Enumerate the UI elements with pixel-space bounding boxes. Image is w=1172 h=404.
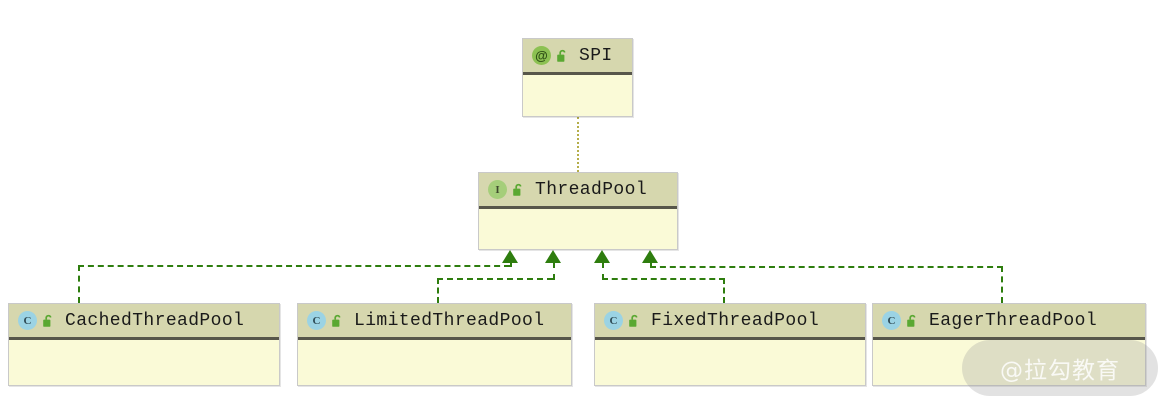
realization-segment-v xyxy=(510,262,512,267)
uml-node-title: ThreadPool xyxy=(535,179,648,200)
class-icon: C xyxy=(18,311,37,330)
watermark-text: @拉勾教育 xyxy=(1000,358,1120,384)
realization-arrowhead xyxy=(502,250,518,263)
class-icon-letter: C xyxy=(609,314,618,327)
uml-node-header: C CachedThreadPool xyxy=(9,304,279,340)
realization-segment-v xyxy=(437,278,439,303)
uml-node-body xyxy=(523,75,632,115)
class-icon: C xyxy=(307,311,326,330)
uml-node-header: C LimitedThreadPool xyxy=(298,304,571,340)
realization-segment-v xyxy=(723,278,725,303)
interface-icon-letter: I xyxy=(495,183,500,196)
uml-node-title: EagerThreadPool xyxy=(929,310,1098,331)
open-lock-icon xyxy=(42,314,55,328)
open-lock-icon xyxy=(906,314,919,328)
realization-segment-v xyxy=(553,262,555,280)
realization-segment-v xyxy=(602,262,604,280)
open-lock-icon xyxy=(512,183,525,197)
uml-node-title: SPI xyxy=(579,45,613,66)
open-lock-icon xyxy=(331,314,344,328)
realization-segment-h xyxy=(78,265,510,267)
realization-segment-v xyxy=(650,262,652,268)
uml-node-limitedthreadpool[interactable]: C LimitedThreadPool xyxy=(297,303,572,386)
annotation-icon: @ xyxy=(532,46,551,65)
realization-segment-h xyxy=(602,278,725,280)
class-icon: C xyxy=(882,311,901,330)
annotation-link-segment xyxy=(577,117,579,172)
class-icon-letter: C xyxy=(23,314,32,327)
realization-segment-h xyxy=(650,266,1003,268)
uml-node-header: C EagerThreadPool xyxy=(873,304,1145,340)
class-icon-letter: C xyxy=(312,314,321,327)
realization-segment-v xyxy=(78,265,80,303)
uml-node-body xyxy=(479,209,677,248)
uml-node-body xyxy=(595,340,865,384)
uml-node-body xyxy=(298,340,571,384)
uml-node-title: FixedThreadPool xyxy=(651,310,820,331)
realization-segment-h xyxy=(437,278,553,280)
realization-segment-v xyxy=(1001,266,1003,303)
realization-arrowhead xyxy=(594,250,610,263)
watermark: @拉勾教育 xyxy=(962,340,1158,396)
uml-node-fixedthreadpool[interactable]: C FixedThreadPool xyxy=(594,303,866,386)
uml-node-body xyxy=(9,340,279,384)
annotation-icon-letter: @ xyxy=(535,48,548,63)
uml-node-header: C FixedThreadPool xyxy=(595,304,865,340)
open-lock-icon xyxy=(556,49,569,63)
uml-node-threadpool[interactable]: I ThreadPool xyxy=(478,172,678,250)
uml-node-header: @ SPI xyxy=(523,39,632,75)
uml-node-title: CachedThreadPool xyxy=(65,310,245,331)
realization-arrowhead xyxy=(545,250,561,263)
open-lock-icon xyxy=(628,314,641,328)
uml-node-header: I ThreadPool xyxy=(479,173,677,209)
uml-node-spi[interactable]: @ SPI xyxy=(522,38,633,117)
interface-icon: I xyxy=(488,180,507,199)
uml-node-cachedthreadpool[interactable]: C CachedThreadPool xyxy=(8,303,280,386)
class-icon: C xyxy=(604,311,623,330)
uml-node-title: LimitedThreadPool xyxy=(354,310,545,331)
uml-node-eagerthreadpool[interactable]: C EagerThreadPool xyxy=(872,303,1146,386)
realization-arrowhead xyxy=(642,250,658,263)
uml-node-body xyxy=(873,340,1145,384)
class-icon-letter: C xyxy=(887,314,896,327)
